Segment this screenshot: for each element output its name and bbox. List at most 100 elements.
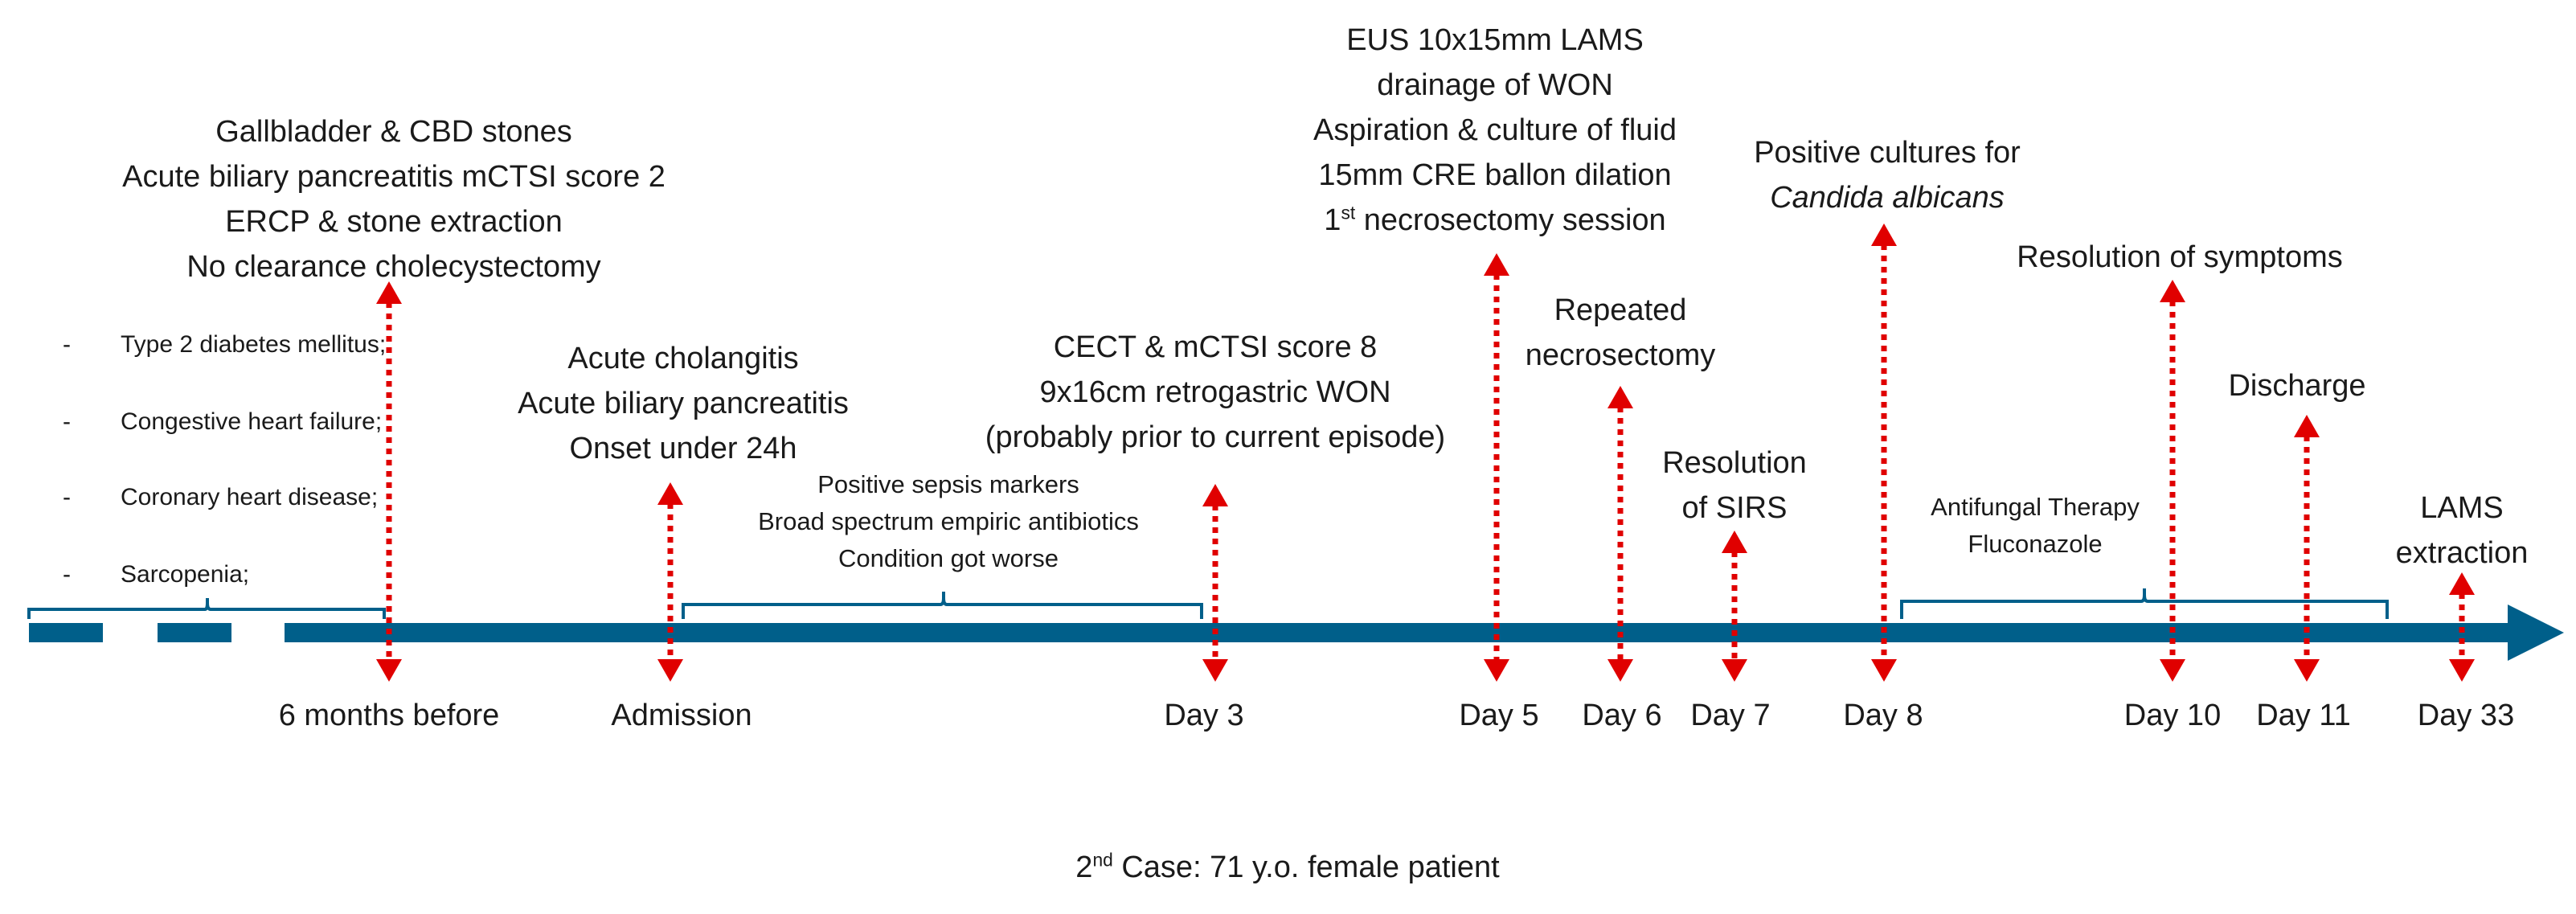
arrow-day5 (1484, 253, 1509, 682)
event-line: Acute cholangitis (567, 342, 799, 375)
comorbidity-text: Sarcopenia; (121, 561, 250, 588)
event-sepsis: Positive sepsis markers Broad spectrum e… (758, 466, 1139, 577)
event-day8: Positive cultures for Candida albicans (1754, 130, 2021, 220)
event-line: (probably prior to current episode) (985, 420, 1446, 454)
event-line: Onset under 24h (569, 432, 797, 465)
comorbidity-text: Type 2 diabetes mellitus; (121, 331, 387, 358)
axis-arrowhead (2508, 605, 2564, 661)
event-line: Antifungal Therapy (1931, 493, 2140, 521)
arrowhead-down (2294, 659, 2320, 682)
comorbidity-text: Congestive heart failure; (121, 408, 383, 435)
day-label-day5: Day 5 (1459, 699, 1539, 732)
day-label-day10: Day 10 (2123, 699, 2222, 732)
arrowhead-up (1871, 223, 1897, 246)
caption-text: Case: 71 y.o. female patient (1112, 850, 1500, 884)
day-label-day3: Day 3 (1164, 699, 1244, 732)
arrow-day33 (2449, 572, 2475, 682)
event-line: CECT & mCTSI score 8 (1053, 330, 1378, 364)
arrowhead-down (376, 659, 402, 682)
event-day5: EUS 10x15mm LAMS drainage of WON Aspirat… (1313, 18, 1677, 243)
event-line: of SIRS (1681, 491, 1788, 525)
arrowhead-up (2160, 280, 2185, 302)
event-day7: Resolution of SIRS (1662, 441, 1807, 531)
arrowhead-down (1607, 659, 1633, 682)
event-line: ERCP & stone extraction (225, 205, 563, 239)
axis-dash-2 (158, 623, 231, 642)
day-label-day33: Day 33 (2417, 699, 2515, 732)
event-line-rest: necrosectomy session (1355, 203, 1666, 237)
arrowhead-up (1607, 386, 1633, 408)
arrow-day3 (1202, 484, 1228, 682)
arrowhead-up (376, 281, 402, 304)
event-line: Resolution of symptoms (2017, 240, 2343, 274)
ordinal-suffix: st (1341, 202, 1356, 223)
period-braces (27, 588, 2389, 619)
brace-history (27, 598, 386, 619)
arrowhead-down (1722, 659, 1747, 682)
axis-main-bar (285, 623, 2519, 642)
event-line-organism: Candida albicans (1770, 181, 2005, 215)
event-line: Gallbladder & CBD stones (215, 115, 572, 149)
arrow-day11 (2294, 415, 2320, 682)
arrowhead-down (1871, 659, 1897, 682)
arrowhead-down (2449, 659, 2475, 682)
event-line: Broad spectrum empiric antibiotics (758, 507, 1139, 535)
arrowhead-up (2294, 415, 2320, 437)
event-day3: CECT & mCTSI score 8 9x16cm retrogastric… (985, 325, 1445, 460)
event-line: 15mm CRE ballon dilation (1318, 158, 1672, 192)
day-label-day6: Day 6 (1582, 699, 1662, 732)
arrow-admission (657, 482, 683, 682)
arrowhead-down (1202, 659, 1228, 682)
brace-antifungal-period (1900, 588, 2389, 619)
arrow-day6 (1607, 386, 1633, 682)
event-day6: Repeated necrosectomy (1526, 288, 1716, 378)
arrow-day8 (1871, 223, 1897, 682)
event-arrows (376, 223, 2475, 682)
arrowhead-down (1484, 659, 1509, 682)
bullet: - (63, 484, 71, 510)
day-label-day8: Day 8 (1843, 699, 1923, 732)
bullet: - (63, 408, 71, 435)
event-line: Acute biliary pancreatitis (518, 387, 849, 420)
event-day10: Resolution of symptoms (2017, 235, 2343, 280)
ordinal-number: 1 (1324, 203, 1341, 237)
caption-ordinal-suffix: nd (1092, 849, 1113, 871)
event-admission: Acute cholangitis Acute biliary pancreat… (518, 336, 849, 471)
event-line: LAMS (2420, 491, 2504, 525)
event-line: Acute biliary pancreatitis mCTSI score 2 (122, 160, 666, 194)
arrow-day7 (1722, 531, 1747, 682)
arrowhead-up (1202, 484, 1228, 506)
event-day33: LAMS extraction (2396, 486, 2529, 576)
brace-sepsis-period (682, 592, 1203, 619)
arrowhead-up (657, 482, 683, 505)
event-line: 9x16cm retrogastric WON (1039, 375, 1391, 409)
axis-dash-1 (29, 623, 103, 642)
event-line: No clearance cholecystectomy (186, 250, 601, 284)
event-line: 1st necrosectomy session (1313, 198, 1677, 243)
arrow-history (376, 281, 402, 682)
event-line: extraction (2395, 536, 2529, 570)
comorbidity-text: Coronary heart disease; (121, 484, 379, 510)
event-line: EUS 10x15mm LAMS (1346, 23, 1644, 57)
event-line: necrosectomy (1525, 338, 1716, 372)
event-line: Resolution (1662, 446, 1807, 480)
bullet: - (63, 561, 71, 588)
timeline-axis (29, 605, 2564, 661)
arrowhead-up (1484, 253, 1509, 276)
event-antifungal: Antifungal Therapy Fluconazole (1931, 489, 2140, 563)
day-label-day7: Day 7 (1690, 699, 1771, 732)
day-label-day11: Day 11 (2256, 699, 2351, 732)
event-line: Positive cultures for (1754, 136, 2021, 170)
event-line: Condition got worse (838, 544, 1059, 572)
case-caption: 2nd Case: 71 y.o. female patient (1075, 850, 1499, 885)
bullet: - (63, 331, 71, 358)
arrowhead-up (2449, 572, 2475, 595)
day-label-admission: Admission (611, 699, 752, 732)
event-line: Discharge (2228, 369, 2366, 403)
event-line: Fluconazole (1968, 530, 2103, 558)
arrow-day10 (2160, 280, 2185, 682)
event-line: Aspiration & culture of fluid (1313, 113, 1677, 147)
event-line: Positive sepsis markers (817, 470, 1079, 498)
event-line: Repeated (1554, 293, 1687, 327)
